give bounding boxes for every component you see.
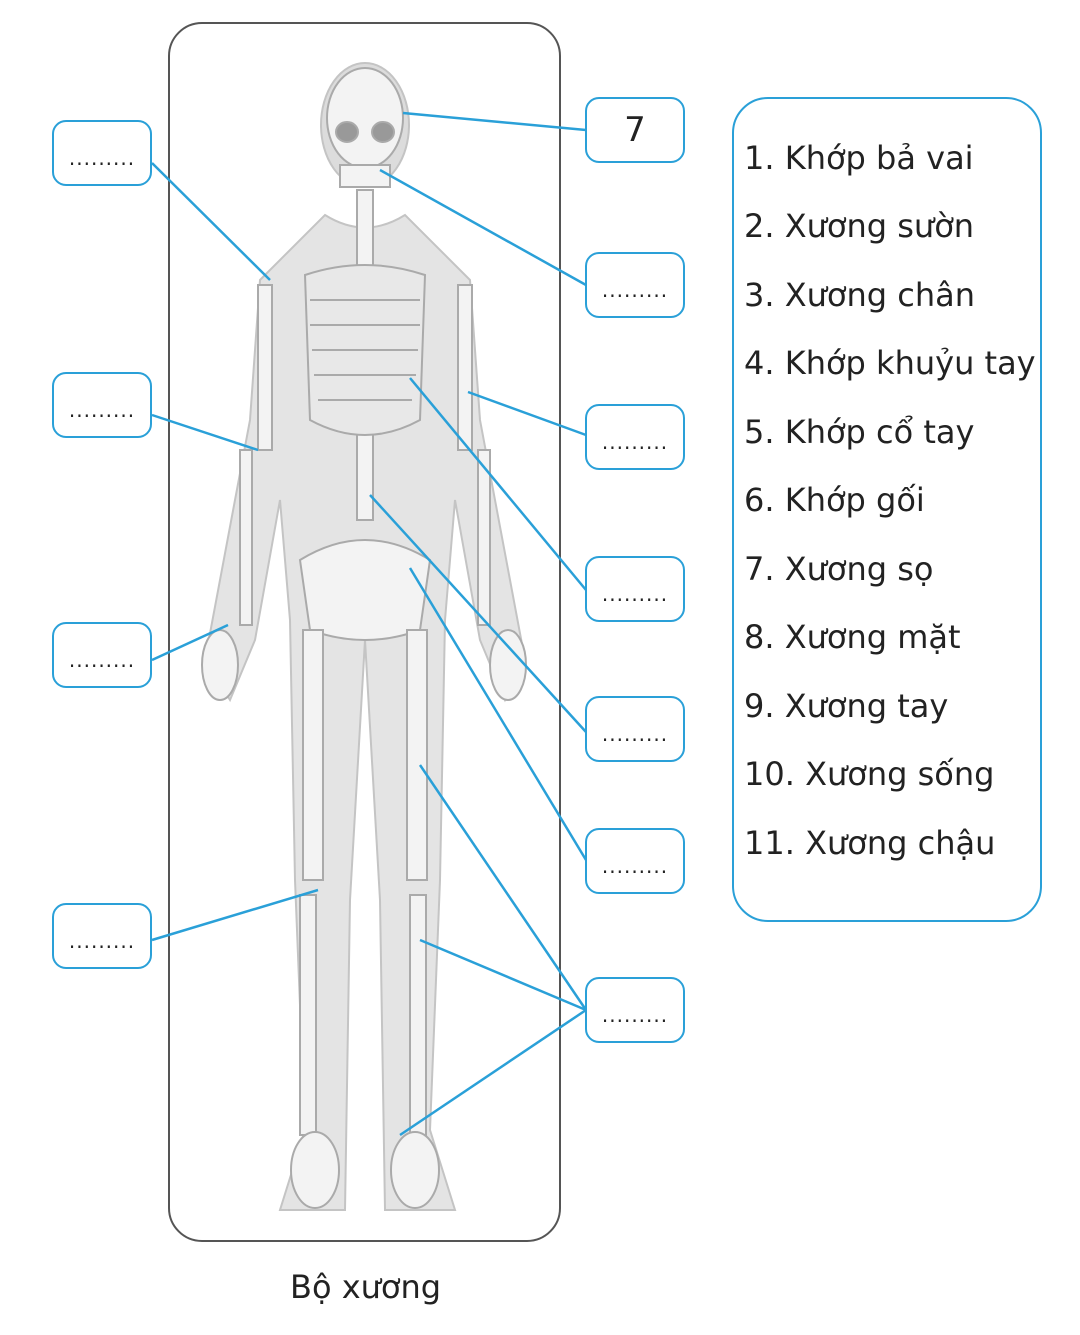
bones [201,67,527,1209]
answer-box-right-1[interactable]: 7 [585,97,685,163]
legend-item: 2. Xương sườn [744,207,975,245]
legend-item: 11. Xương chậu [744,824,996,862]
legend-item: 7. Xương sọ [744,550,934,588]
answer-box-right-4[interactable]: ......... [585,556,685,622]
answer-box-left-3[interactable]: ......... [52,622,152,688]
legend-item: 1. Khớp bả vai [744,139,974,177]
answer-box-right-2[interactable]: ......... [585,252,685,318]
legend-item: 4. Khớp khuỷu tay [744,344,1036,382]
skeleton-frame [168,22,561,1242]
answer-box-left-4[interactable]: ......... [52,903,152,969]
legend-item: 5. Khớp cổ tay [744,413,975,451]
connector-lines [151,111,588,1137]
legend-item: 6. Khớp gối [744,481,925,519]
legend-list: 1. Khớp bả vai 2. Xương sườn 3. Xương ch… [732,97,1042,922]
answer-box-left-2[interactable]: ......... [52,372,152,438]
legend-item: 9. Xương tay [744,687,949,725]
answer-box-right-6[interactable]: ......... [585,828,685,894]
answer-box-right-3[interactable]: ......... [585,404,685,470]
legend-item: 3. Xương chân [744,276,976,314]
figure-caption: Bộ xương [290,1268,442,1306]
legend-item: 8. Xương mặt [744,618,961,656]
answer-box-right-5[interactable]: ......... [585,696,685,762]
legend-item: 10. Xương sống [744,755,995,793]
answer-box-right-7[interactable]: ......... [585,977,685,1043]
answer-box-left-1[interactable]: ......... [52,120,152,186]
